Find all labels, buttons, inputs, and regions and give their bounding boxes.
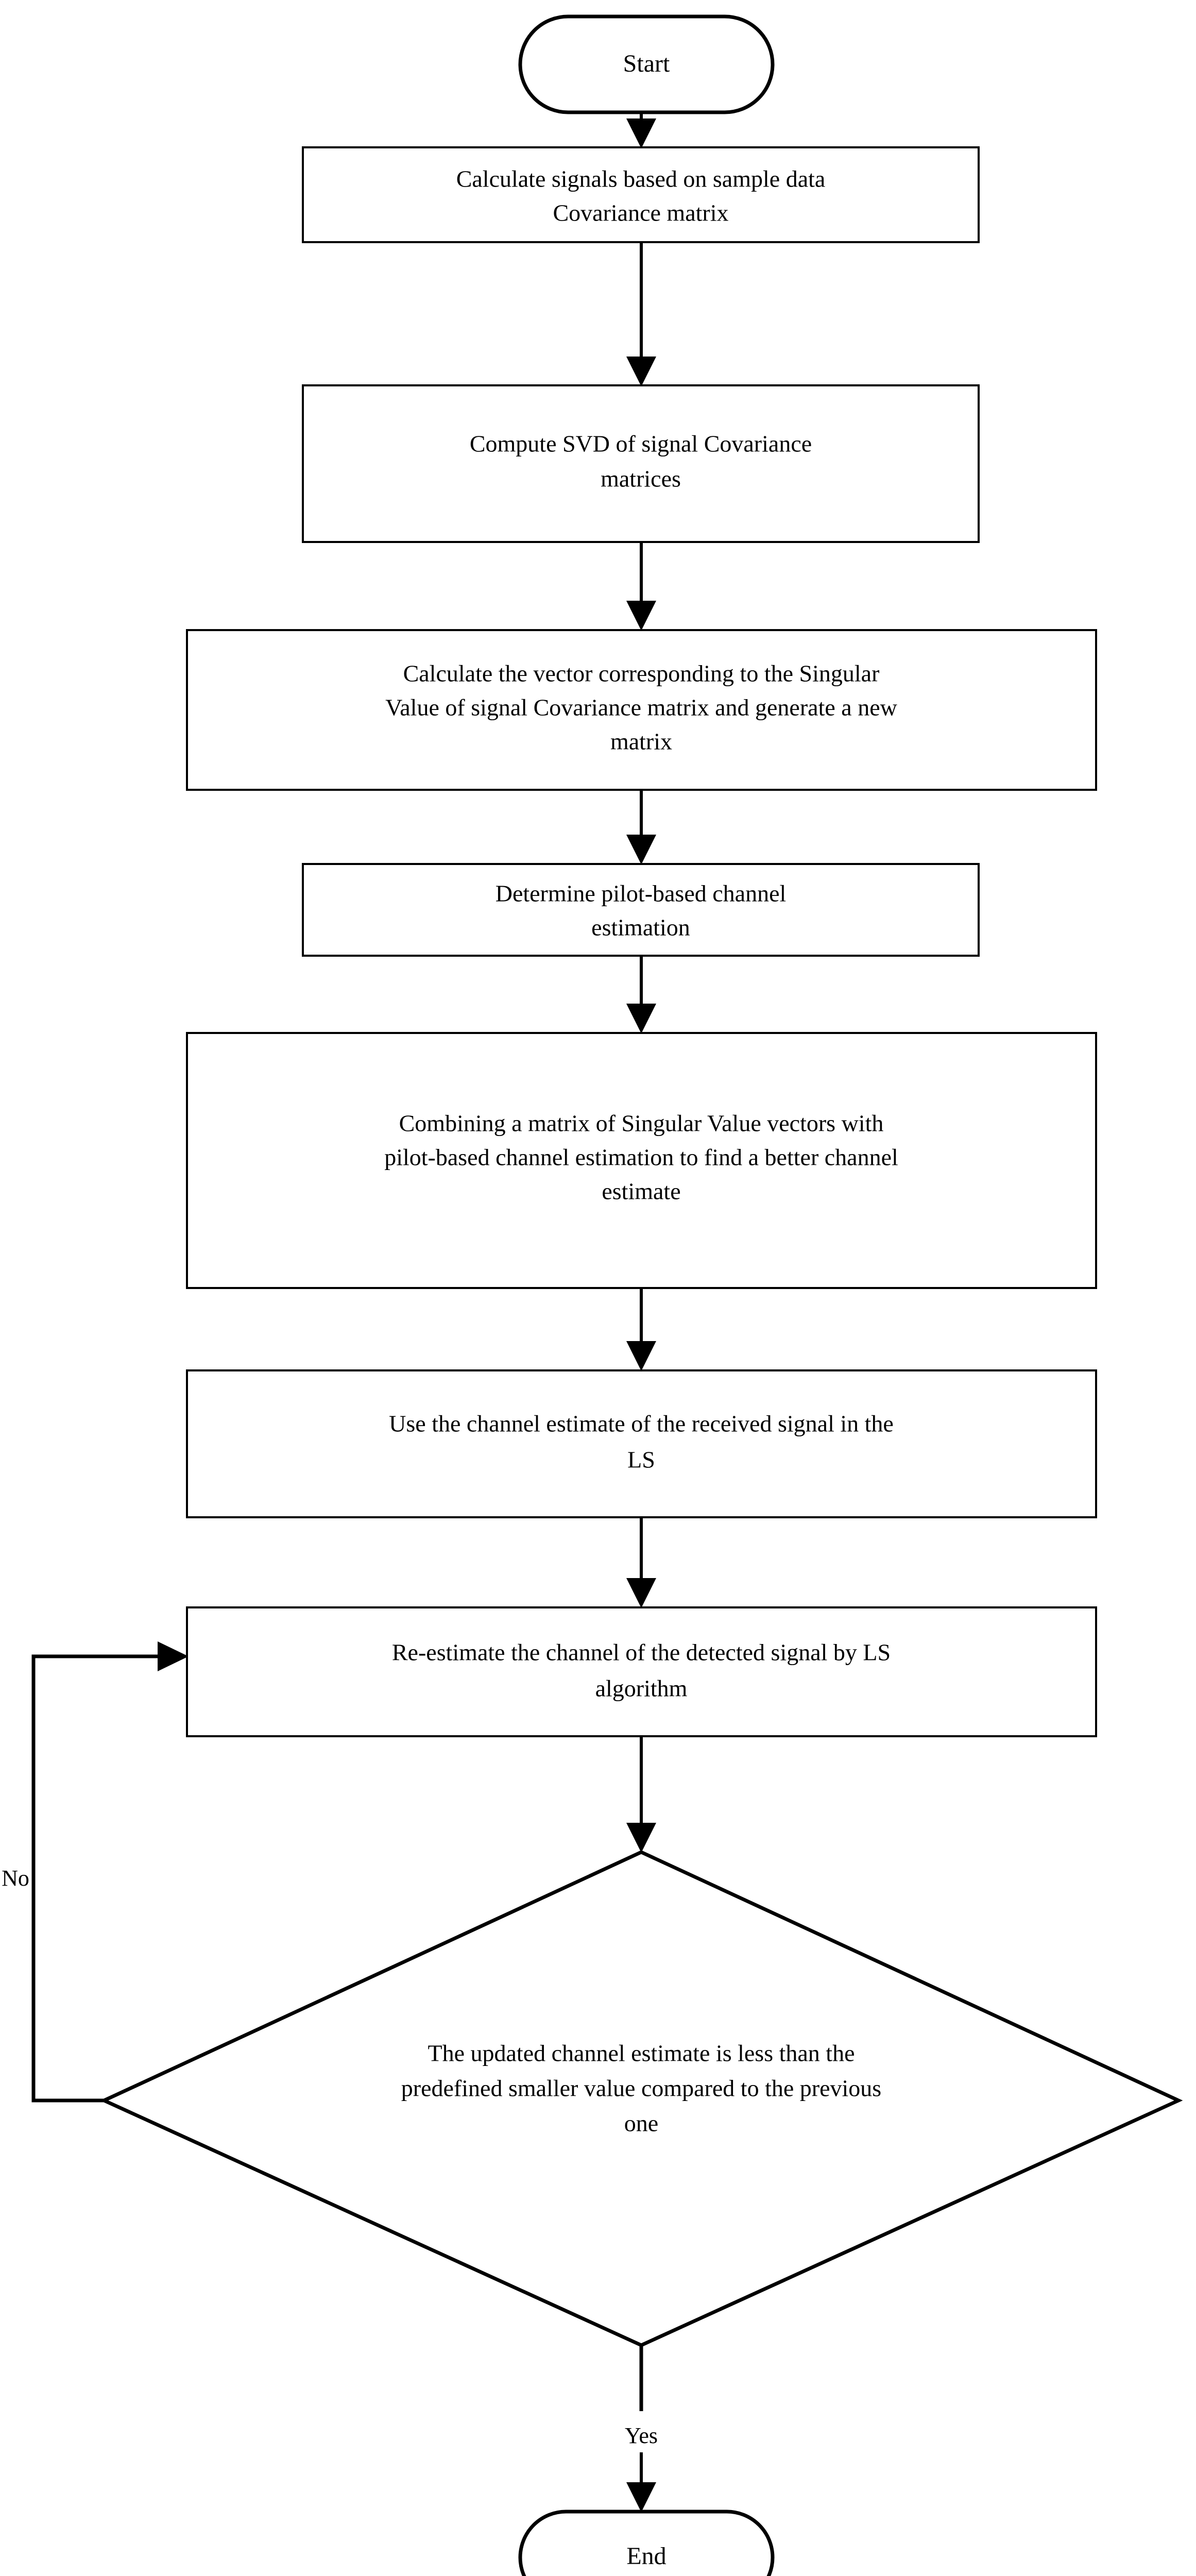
node-start-label: Start <box>623 50 670 77</box>
node-compute-svd[interactable]: Compute SVD of signal Covariance matrice… <box>302 384 980 543</box>
node-calculate-vector[interactable]: Calculate the vector corresponding to th… <box>186 629 1097 791</box>
node-determine-pilot-line-1: Determine pilot-based channel <box>496 880 787 907</box>
node-combining-matrix-line-2: pilot-based channel estimation to find a… <box>384 1144 898 1171</box>
node-end-label: End <box>626 2543 666 2570</box>
node-use-channel-estimate-line-2: LS <box>627 1447 655 1473</box>
edge-start-to-calc-signals <box>626 112 656 148</box>
node-combining-matrix[interactable]: Combining a matrix of Singular Value vec… <box>186 1032 1097 1289</box>
node-combining-matrix-line-1: Combining a matrix of Singular Value vec… <box>399 1110 884 1137</box>
node-calculate-vector-line-3: matrix <box>610 728 672 755</box>
node-re-estimate-line-1: Re-estimate the channel of the detected … <box>392 1639 891 1666</box>
node-determine-pilot-line-2: estimation <box>591 914 690 941</box>
edge-decision-yes-to-end <box>626 2345 656 2512</box>
node-decision-line-2: predefined smaller value compared to the… <box>401 2075 881 2102</box>
edge-determine-pilot-to-combine-matrix <box>626 956 656 1033</box>
node-compute-svd-line-2: matrices <box>601 466 681 492</box>
edge-use-estimate-to-re-estimate <box>626 1517 656 1608</box>
node-end[interactable]: End <box>518 2510 775 2576</box>
node-calculate-signals-line-1: Calculate signals based on sample data <box>456 166 826 192</box>
node-use-channel-estimate[interactable]: Use the channel estimate of the received… <box>186 1369 1097 1518</box>
node-re-estimate-line-2: algorithm <box>595 1675 688 1702</box>
node-decision-line-3: one <box>624 2110 658 2137</box>
node-combining-matrix-line-3: estimate <box>602 1178 680 1205</box>
edge-combine-matrix-to-use-estimate <box>626 1288 656 1371</box>
node-determine-pilot[interactable]: Determine pilot-based channel estimation <box>302 863 980 957</box>
node-calculate-vector-line-1: Calculate the vector corresponding to th… <box>403 660 880 687</box>
node-compute-svd-line-1: Compute SVD of signal Covariance <box>470 431 812 457</box>
node-calculate-signals-line-2: Covariance matrix <box>553 200 728 226</box>
edge-calc-vector-to-determine-pilot <box>626 789 656 865</box>
node-calculate-vector-line-2: Value of signal Covariance matrix and ge… <box>385 694 897 721</box>
node-use-channel-estimate-line-1: Use the channel estimate of the received… <box>389 1411 894 1437</box>
node-start[interactable]: Start <box>518 14 775 114</box>
edge-label-yes: Yes <box>625 2423 658 2448</box>
edge-calc-signals-to-compute-svd <box>626 242 656 386</box>
node-calculate-signals[interactable]: Calculate signals based on sample data C… <box>302 146 980 243</box>
node-decision-line-1: The updated channel estimate is less tha… <box>428 2040 855 2066</box>
edge-compute-svd-to-calc-vector <box>626 542 656 631</box>
edge-label-no: No <box>2 1866 29 1891</box>
node-re-estimate[interactable]: Re-estimate the channel of the detected … <box>186 1606 1097 1737</box>
edge-decision-no-loop <box>31 1641 189 2103</box>
node-decision[interactable]: The updated channel estimate is less tha… <box>99 1850 1183 2347</box>
edge-re-estimate-to-decision <box>626 1736 656 1853</box>
